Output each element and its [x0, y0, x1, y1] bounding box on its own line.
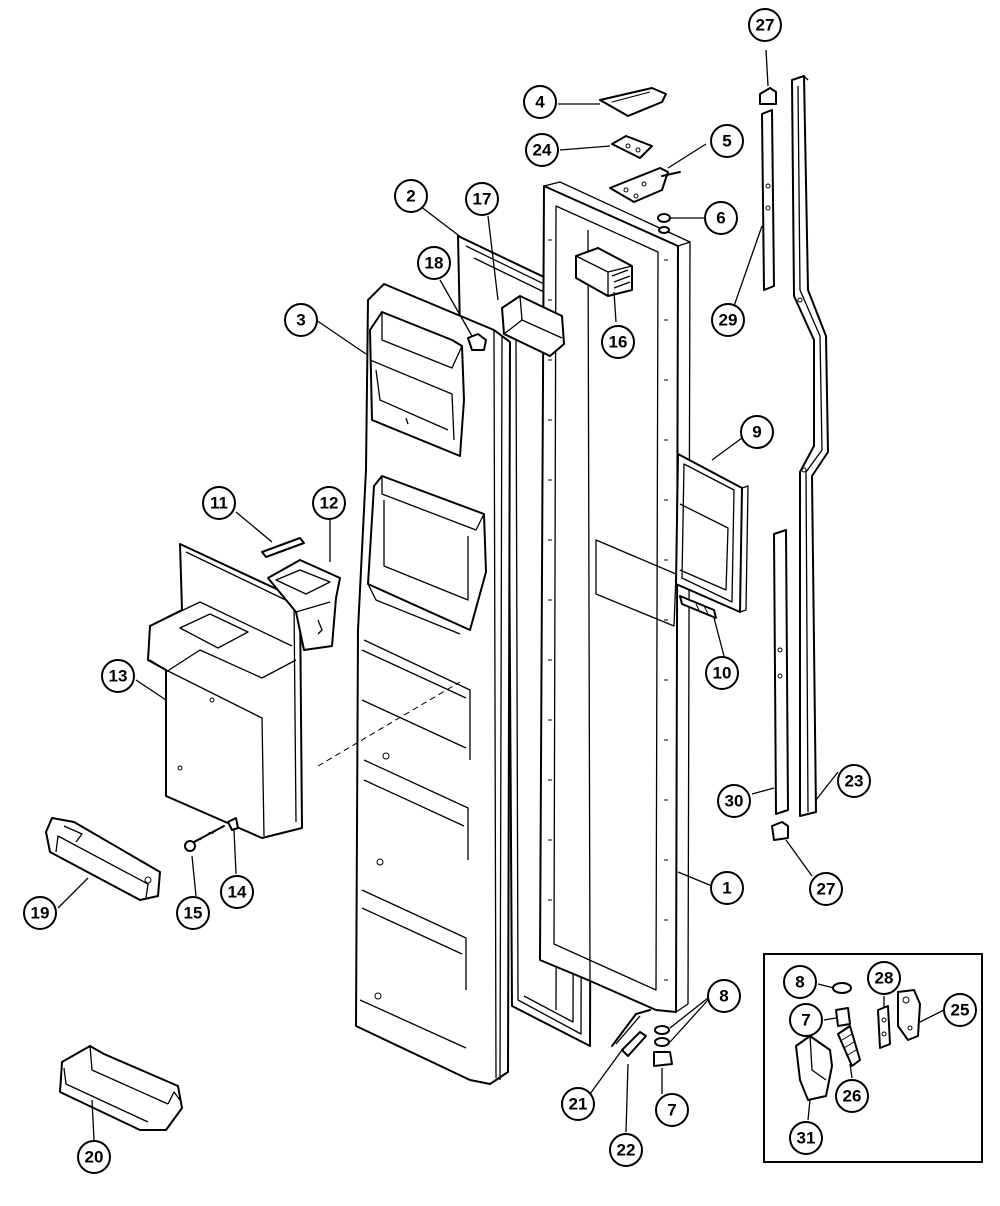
svg-text:27: 27	[817, 880, 836, 899]
callout-1: 1	[710, 871, 744, 905]
callout-25: 25	[943, 993, 977, 1027]
svg-text:8: 8	[795, 973, 804, 992]
callout-12: 12	[312, 486, 346, 520]
part-21-wire	[611, 1009, 651, 1047]
callout-3: 3	[284, 303, 318, 337]
part-door-liner	[355, 283, 511, 1085]
part-19-tray	[45, 817, 161, 901]
part-14-screw	[227, 817, 239, 831]
callout-30: 30	[717, 784, 751, 818]
part-24-plate	[611, 135, 653, 159]
callout-7-main: 7	[655, 1093, 689, 1127]
callout-22: 22	[609, 1133, 643, 1167]
svg-text:10: 10	[713, 664, 732, 683]
svg-text:7: 7	[667, 1101, 676, 1120]
part-9-frame	[675, 453, 749, 613]
svg-text:28: 28	[875, 969, 894, 988]
svg-text:22: 22	[617, 1141, 636, 1160]
part-8-washers	[654, 1025, 670, 1047]
svg-text:13: 13	[109, 667, 128, 686]
svg-text:23: 23	[845, 772, 864, 791]
part-6-washer	[657, 213, 671, 234]
svg-text:11: 11	[210, 494, 228, 513]
part-door-panel	[539, 181, 691, 1013]
callout-19: 19	[23, 896, 57, 930]
callout-8-inset: 8	[783, 965, 817, 999]
callout-18: 18	[417, 246, 451, 280]
assembly-line	[317, 681, 461, 767]
svg-text:16: 16	[609, 333, 628, 352]
svg-text:1: 1	[722, 879, 731, 898]
part-7-nut	[653, 1051, 673, 1067]
callout-2: 2	[394, 179, 428, 213]
part-17-bracket	[501, 295, 565, 357]
svg-text:5: 5	[722, 132, 731, 151]
callout-14: 14	[220, 875, 254, 909]
part-15-screw	[184, 825, 225, 852]
callout-27-bottom: 27	[809, 872, 843, 906]
callout-16: 16	[601, 325, 635, 359]
callout-17: 17	[465, 182, 499, 216]
callout-26: 26	[835, 1079, 869, 1113]
callout-31: 31	[789, 1121, 823, 1155]
callout-24: 24	[525, 133, 559, 167]
callout-6: 6	[704, 201, 738, 235]
svg-text:21: 21	[569, 1095, 588, 1114]
part-10-latch	[679, 595, 717, 619]
part-27-cap-top	[759, 87, 777, 105]
callout-11: 11	[202, 486, 236, 520]
part-11-rod	[261, 537, 305, 558]
svg-text:6: 6	[716, 209, 725, 228]
svg-text:4: 4	[535, 93, 545, 112]
svg-text:26: 26	[843, 1087, 862, 1106]
part-23-handle	[791, 75, 829, 817]
callout-29: 29	[711, 303, 745, 337]
svg-text:15: 15	[184, 904, 203, 923]
svg-text:20: 20	[85, 1148, 104, 1167]
callout-8-main: 8	[707, 979, 741, 1013]
svg-text:30: 30	[725, 792, 744, 811]
callout-7-inset: 7	[789, 1003, 823, 1037]
svg-text:9: 9	[752, 423, 761, 442]
callout-23: 23	[837, 764, 871, 798]
part-5-hinge	[609, 167, 681, 203]
callout-20: 20	[77, 1140, 111, 1174]
callout-4: 4	[523, 85, 557, 119]
svg-text:8: 8	[719, 987, 728, 1006]
part-30-trim	[773, 529, 789, 815]
callout-27-top: 27	[748, 8, 782, 42]
svg-text:12: 12	[320, 494, 339, 513]
part-27-cap-bottom	[771, 821, 789, 841]
svg-text:25: 25	[951, 1001, 970, 1020]
svg-text:31: 31	[797, 1129, 816, 1148]
callout-21: 21	[561, 1087, 595, 1121]
svg-text:27: 27	[756, 16, 775, 35]
part-18-clip	[467, 333, 487, 351]
part-12-chute	[267, 559, 341, 651]
part-22-spring	[621, 1031, 647, 1057]
callout-10: 10	[705, 656, 739, 690]
callout-28: 28	[867, 961, 901, 995]
leader-lines	[57, 49, 945, 1141]
svg-text:14: 14	[228, 883, 247, 902]
svg-text:2: 2	[406, 187, 415, 206]
svg-text:19: 19	[31, 904, 50, 923]
callout-9: 9	[740, 415, 774, 449]
part-20-tray	[59, 1045, 183, 1131]
svg-text:3: 3	[296, 311, 305, 330]
svg-text:24: 24	[533, 141, 552, 160]
part-13-housing	[147, 543, 303, 839]
callout-13: 13	[101, 659, 135, 693]
svg-text:17: 17	[473, 190, 492, 209]
part-29-strip	[761, 109, 775, 291]
part-16-block	[575, 247, 633, 297]
part-4-cover	[599, 87, 667, 117]
callout-5: 5	[710, 124, 744, 158]
svg-text:7: 7	[801, 1011, 810, 1030]
svg-text:29: 29	[719, 311, 738, 330]
svg-text:18: 18	[425, 254, 444, 273]
callout-15: 15	[176, 896, 210, 930]
